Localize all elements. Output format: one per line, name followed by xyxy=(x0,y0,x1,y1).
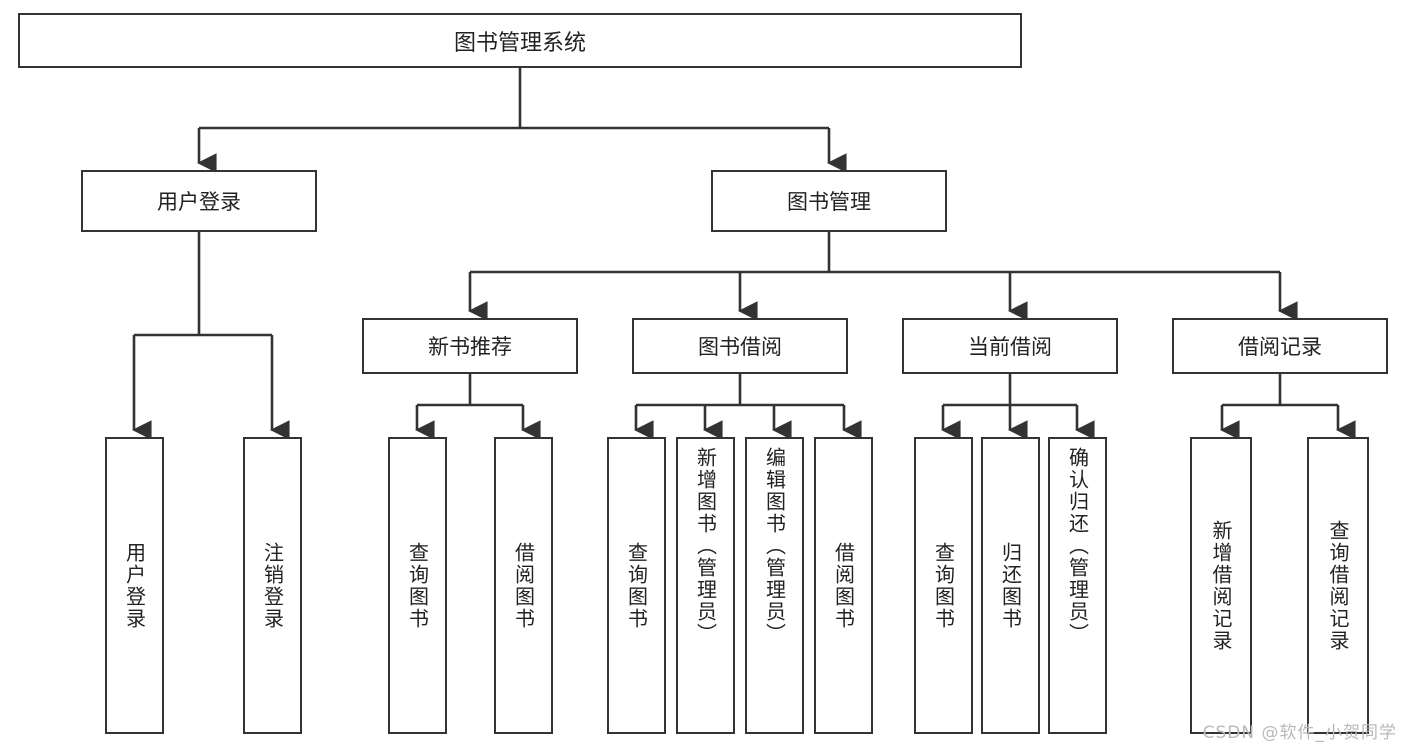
leaf-current-confirm-return-admin[interactable]: 确认归还（管理员） xyxy=(1048,437,1107,734)
node-label: 借阅图书 xyxy=(831,541,856,630)
leaf-borrow-edit-book-admin[interactable]: 编辑图书（管理员） xyxy=(745,437,804,734)
node-label: 查询图书 xyxy=(405,541,430,630)
node-current-borrow[interactable]: 当前借阅 xyxy=(902,318,1118,374)
node-label: 用户登录 xyxy=(122,541,147,630)
node-label: 图书管理 xyxy=(787,190,871,214)
node-label: 新书推荐 xyxy=(428,335,512,359)
node-book-management[interactable]: 图书管理 xyxy=(711,170,947,232)
leaf-current-return-book[interactable]: 归还图书 xyxy=(981,437,1040,734)
node-label: 归还图书 xyxy=(998,541,1023,630)
leaf-record-add-borrow-record[interactable]: 新增借阅记录 xyxy=(1190,437,1252,734)
node-label: 注销登录 xyxy=(260,541,285,630)
leaf-borrow-borrow-book[interactable]: 借阅图书 xyxy=(814,437,873,734)
node-label: 新增借阅记录 xyxy=(1209,519,1233,652)
leaf-recommend-query-book[interactable]: 查询图书 xyxy=(388,437,447,734)
leaf-user-login-login[interactable]: 用户登录 xyxy=(105,437,164,734)
node-label: 确认归还（管理员） xyxy=(1065,447,1090,645)
node-label: 借阅图书 xyxy=(511,541,536,630)
leaf-recommend-borrow-book[interactable]: 借阅图书 xyxy=(494,437,553,734)
node-book-borrow[interactable]: 图书借阅 xyxy=(632,318,848,374)
leaf-user-login-logout[interactable]: 注销登录 xyxy=(243,437,302,734)
node-borrow-record[interactable]: 借阅记录 xyxy=(1172,318,1388,374)
leaf-borrow-add-book-admin[interactable]: 新增图书（管理员） xyxy=(676,437,735,734)
leaf-record-query-borrow-record[interactable]: 查询借阅记录 xyxy=(1307,437,1369,734)
node-label: 编辑图书（管理员） xyxy=(762,447,787,645)
leaf-current-query-book[interactable]: 查询图书 xyxy=(914,437,973,734)
leaf-borrow-query-book[interactable]: 查询图书 xyxy=(607,437,666,734)
node-user-login[interactable]: 用户登录 xyxy=(81,170,317,232)
node-label: 查询图书 xyxy=(931,541,956,630)
node-label: 图书借阅 xyxy=(698,335,782,359)
node-new-book-recommend[interactable]: 新书推荐 xyxy=(362,318,578,374)
node-label: 查询借阅记录 xyxy=(1326,519,1350,652)
node-label: 查询图书 xyxy=(624,541,649,630)
node-label: 借阅记录 xyxy=(1238,335,1322,359)
node-label: 用户登录 xyxy=(157,190,241,214)
node-label: 当前借阅 xyxy=(968,335,1052,359)
node-label: 新增图书（管理员） xyxy=(693,447,718,645)
node-label: 图书管理系统 xyxy=(453,30,586,56)
node-root-library-system[interactable]: 图书管理系统 xyxy=(18,13,1022,68)
